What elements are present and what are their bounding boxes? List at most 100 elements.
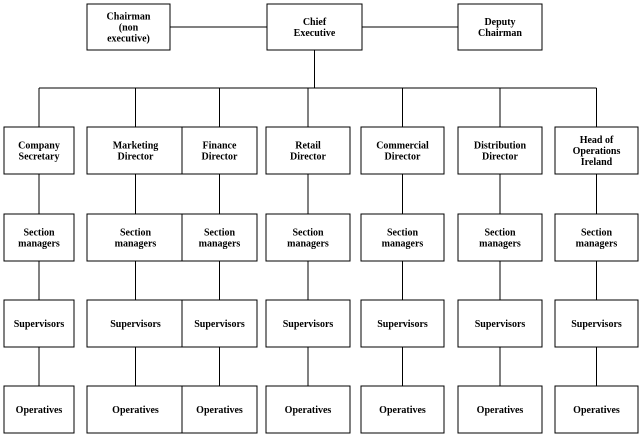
- operatives-box: [265, 385, 351, 434]
- chief-executive-label: Chief: [303, 17, 327, 28]
- section-managers-label: managers: [382, 239, 424, 250]
- operatives-label: Operatives: [16, 405, 63, 416]
- deputy-chairman-label: Chairman: [478, 28, 522, 39]
- operatives-box: [181, 385, 258, 434]
- deputy-chairman-box: [457, 3, 543, 51]
- supervisors: Supervisors: [457, 299, 543, 348]
- distribution-director-label: Director: [482, 152, 518, 163]
- section-managers-label: managers: [115, 239, 157, 250]
- operatives: Operatives: [86, 385, 185, 434]
- chief-executive-label: Executive: [294, 28, 336, 39]
- operatives-label: Operatives: [112, 405, 159, 416]
- supervisors: Supervisors: [181, 299, 258, 348]
- supervisors-label: Supervisors: [194, 319, 245, 330]
- operatives-label: Operatives: [285, 405, 332, 416]
- supervisors-label: Supervisors: [14, 319, 65, 330]
- operatives-box: [554, 385, 639, 434]
- section-managers-label: Section: [204, 228, 236, 239]
- section-managers-box: [554, 213, 639, 262]
- commercial-director-box: [360, 126, 445, 175]
- section-managers-box: [3, 213, 75, 262]
- operatives-label: Operatives: [379, 405, 426, 416]
- distribution-director-label: Distribution: [474, 141, 527, 152]
- supervisors-box: [3, 299, 75, 348]
- retail-director-label: Retail: [295, 141, 321, 152]
- section-managers-label: managers: [199, 239, 241, 250]
- marketing-director-box: [86, 126, 185, 175]
- section-managers-box: [265, 213, 351, 262]
- chairman-label: Chairman: [107, 12, 151, 23]
- supervisors-label: Supervisors: [571, 319, 622, 330]
- supervisors-box: [265, 299, 351, 348]
- head-of-operations-ireland-box: [554, 126, 639, 175]
- operatives-box: [360, 385, 445, 434]
- supervisors: Supervisors: [86, 299, 185, 348]
- operatives-label: Operatives: [477, 405, 524, 416]
- company-secretary-box: [3, 126, 75, 175]
- supervisors-label: Supervisors: [283, 319, 334, 330]
- operatives: Operatives: [181, 385, 258, 434]
- section-managers-label: Section: [581, 228, 613, 239]
- operatives-label: Operatives: [573, 405, 620, 416]
- deputy-chairman-label: Deputy: [484, 17, 515, 28]
- section-managers-label: Section: [387, 228, 419, 239]
- connector-lines: [38, 26, 597, 386]
- operatives: Operatives: [265, 385, 351, 434]
- supervisors: Supervisors: [554, 299, 639, 348]
- section-managers-box: [181, 213, 258, 262]
- distribution-director-box: [457, 126, 543, 175]
- marketing-director-label: Marketing: [113, 141, 159, 152]
- head-of-operations-ireland-label: Operations: [573, 146, 621, 157]
- operatives: Operatives: [554, 385, 639, 434]
- supervisors-box: [360, 299, 445, 348]
- section-managers-box: [360, 213, 445, 262]
- operatives: Operatives: [3, 385, 75, 434]
- supervisors-box: [554, 299, 639, 348]
- finance-director-box: [181, 126, 258, 175]
- chief-executive-box: [266, 3, 363, 51]
- supervisors-box: [86, 299, 185, 348]
- company-secretary-label: Secretary: [19, 152, 60, 163]
- section-managers-box: [457, 213, 543, 262]
- operatives-box: [3, 385, 75, 434]
- retail-director-label: Director: [290, 152, 326, 163]
- supervisors-label: Supervisors: [377, 319, 428, 330]
- supervisors: Supervisors: [3, 299, 75, 348]
- section-managers-label: Section: [484, 228, 516, 239]
- commercial-director-label: Director: [385, 152, 421, 163]
- supervisors-box: [457, 299, 543, 348]
- supervisors: Supervisors: [360, 299, 445, 348]
- operatives-box: [457, 385, 543, 434]
- section-managers-label: managers: [287, 239, 329, 250]
- section-managers-label: Section: [120, 228, 152, 239]
- chairman-box: [86, 3, 171, 51]
- chairman-label: executive): [107, 34, 150, 45]
- supervisors: Supervisors: [265, 299, 351, 348]
- section-managers-label: Section: [292, 228, 324, 239]
- head-of-operations-ireland-label: Head of: [580, 135, 614, 146]
- operatives: Operatives: [360, 385, 445, 434]
- supervisors-label: Supervisors: [110, 319, 161, 330]
- finance-director-label: Director: [202, 152, 238, 163]
- operatives-label: Operatives: [196, 405, 243, 416]
- head-of-operations-ireland-label: Ireland: [581, 157, 613, 168]
- finance-director-label: Finance: [203, 141, 237, 152]
- commercial-director-label: Commercial: [376, 141, 429, 152]
- retail-director-box: [265, 126, 351, 175]
- marketing-director-label: Director: [118, 152, 154, 163]
